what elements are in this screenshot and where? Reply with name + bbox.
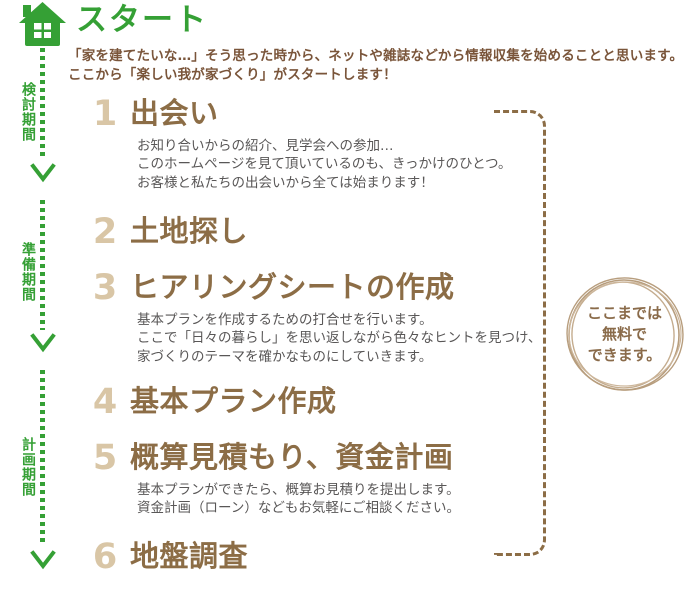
free-badge-text: ここまでは 無料で できます。: [561, 271, 688, 398]
step-number: 4: [92, 382, 118, 422]
step-description: お知り合いからの紹介、見学会への参加… このホームページを見て頂いているのも、き…: [137, 137, 512, 193]
step-title: 出会い: [130, 96, 219, 130]
phase-label-consideration: 検討期間: [20, 82, 36, 142]
step-5: 5 概算見積もり、資金計画 基本プランができたら、概算お見積りを提出します。 資…: [92, 440, 460, 518]
free-badge: ここまでは 無料で できます。: [561, 271, 688, 398]
intro-line-1: 「家を建てたいな…」そう思った時から、ネットや雑誌などから情報収集を始めることと…: [68, 48, 684, 64]
step-4: 4 基本プラン作成: [92, 384, 337, 421]
description-line: このホームページを見て頂いているのも、きっかけのひとつ。: [137, 156, 512, 173]
step-2: 2 土地探し: [92, 214, 248, 251]
description-line: 基本プランを作成するための打合せを行います。: [137, 311, 433, 328]
badge-line: 無料で: [601, 325, 647, 343]
phase-label-planning: 計画期間: [20, 437, 36, 497]
intro-text: 「家を建てたいな…」そう思った時から、ネットや雑誌などから情報収集を始めることと…: [68, 47, 683, 85]
step-title: 土地探し: [130, 214, 249, 248]
description-line: 家づくりのテーマを確かなものにしていきます。: [137, 348, 433, 365]
timeline-dotted-line: [40, 200, 45, 330]
step-description: 基本プランを作成するための打合せを行います。 ここで「日々の暮らし」を思い返しな…: [137, 311, 541, 367]
down-arrow-icon: [30, 333, 56, 357]
step-1: 1 出会い お知り合いからの紹介、見学会への参加… このホームページを見て頂いて…: [92, 96, 512, 192]
description-line: ここで「日々の暮らし」を思い返しながら色々なヒントを見つけ、: [137, 330, 542, 347]
step-title: ヒアリングシートの作成: [130, 270, 455, 304]
step-title: 概算見積もり、資金計画: [130, 440, 454, 474]
step-number: 1: [92, 94, 118, 134]
down-arrow-icon: [30, 550, 56, 574]
step-3: 3 ヒアリングシートの作成 基本プランを作成するための打合せを行います。 ここで…: [92, 268, 542, 367]
step-number: 2: [92, 212, 118, 252]
intro-line-2: ここから「楽しい我が家づくり」がスタートします！: [68, 67, 397, 83]
phase-label-preparation: 準備期間: [20, 242, 36, 302]
step-number: 5: [92, 438, 118, 478]
step-description: 基本プランができたら、概算お見積りを提出します。 資金計画（ローン）などもお気軽…: [137, 481, 460, 518]
description-line: お知り合いからの紹介、見学会への参加…: [137, 137, 394, 154]
free-range-bracket: [494, 110, 546, 556]
badge-line: できます。: [587, 346, 662, 364]
step-6: 6 地盤調査: [92, 539, 248, 576]
step-number: 6: [92, 537, 118, 577]
down-arrow-icon: [30, 163, 56, 187]
page-title: スタート: [76, 2, 208, 38]
house-icon: [19, 2, 66, 51]
badge-line: ここまでは: [586, 304, 662, 322]
hand-drawn-circle-icon: [566, 277, 684, 391]
step-title: 地盤調査: [130, 539, 249, 573]
step-title: 基本プラン作成: [130, 384, 337, 418]
step-number: 3: [92, 268, 118, 308]
description-line: お客様と私たちの出会いから全ては始まります！: [137, 174, 434, 191]
timeline-dotted-line: [40, 48, 45, 160]
description-line: 基本プランができたら、概算お見積りを提出します。: [137, 481, 460, 498]
timeline-dotted-line: [40, 370, 45, 544]
description-line: 資金計画（ローン）などもお気軽にご相談ください。: [137, 500, 461, 517]
